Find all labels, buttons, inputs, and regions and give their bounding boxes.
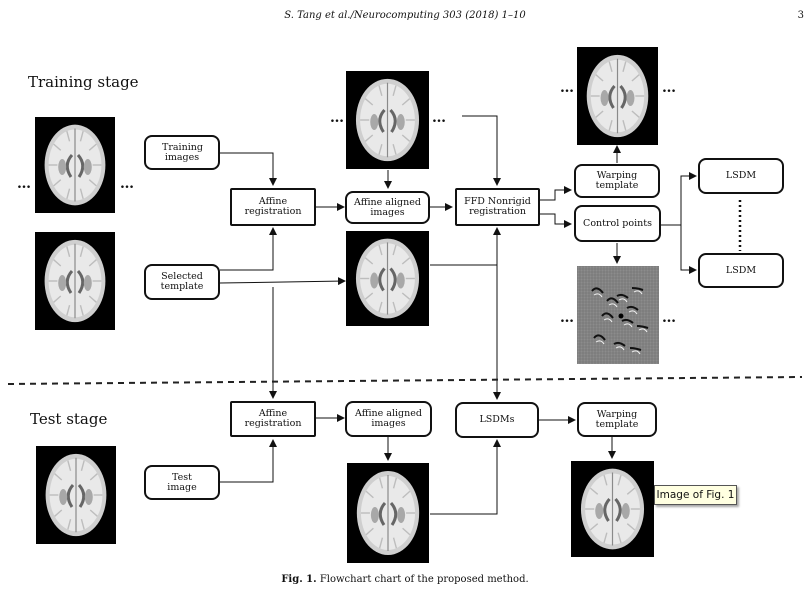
- ellipsis-right-warped: …: [662, 80, 677, 96]
- page-number: 3: [797, 10, 804, 21]
- test-affine-aligned-images-label: Affine aligned images: [355, 408, 422, 429]
- arrow-controlpoints-to-lsdm-bottom: [680, 225, 697, 274]
- brain-image-test: [36, 446, 116, 544]
- lsdm-bottom-box: LSDM: [698, 253, 784, 288]
- brain-image-template: [35, 232, 115, 330]
- ellipsis-left-training: …: [17, 176, 32, 192]
- brain-image-aligned-top: [346, 71, 429, 169]
- test-affine-aligned-images-box: Affine aligned images: [345, 401, 432, 437]
- arrow-ffd-to-controlpoints: [540, 213, 572, 228]
- ffd-nonrigid-label: FFD Nonrigid registration: [464, 196, 531, 217]
- arrow-testimage-to-affine: [220, 439, 277, 483]
- ellipsis-right-aligned: …: [432, 110, 447, 126]
- affine-registration-label: Affine registration: [244, 196, 302, 217]
- training-stage-label: Training stage: [28, 73, 139, 91]
- arrow-training-to-affine: [220, 152, 277, 186]
- lsdm-bottom-label: LSDM: [725, 264, 757, 276]
- affine-aligned-images-box: Affine aligned images: [345, 191, 430, 224]
- ellipsis-right-training: …: [120, 176, 135, 192]
- test-warping-template-box: Warping template: [577, 402, 657, 437]
- caption-text: Flowchart chart of the proposed method.: [319, 574, 529, 585]
- test-stage-label: Test stage: [30, 410, 108, 428]
- test-image-label: Test image: [167, 471, 197, 493]
- test-warping-template-label: Warping template: [595, 408, 639, 430]
- ellipsis-left-field: …: [560, 310, 575, 326]
- stage-separator: [7, 376, 803, 385]
- test-affine-registration-label: Affine registration: [244, 408, 302, 429]
- brain-image-test-warped: [571, 461, 654, 557]
- image-tooltip: Image of Fig. 1: [654, 485, 737, 505]
- arrow-controlpoints-to-lsdm-top: [661, 172, 697, 226]
- training-images-label: Training images: [162, 141, 203, 163]
- ellipsis-left-aligned: …: [330, 110, 345, 126]
- brain-image-warped: [577, 47, 658, 145]
- ffd-nonrigid-box: FFD Nonrigid registration: [455, 188, 540, 226]
- brain-image-training: [35, 117, 115, 213]
- brain-image-test-aligned: [347, 463, 429, 563]
- arrow-midbrain-to-ffd: [430, 227, 501, 266]
- arrow-topbrain-to-ffd: [462, 115, 501, 186]
- arrow-template-to-affine: [220, 227, 277, 271]
- test-image-box: Test image: [144, 465, 220, 500]
- brain-image-aligned-mid: [346, 231, 429, 326]
- selected-template-label: Selected template: [160, 271, 204, 292]
- affine-registration-box: Affine registration: [230, 188, 316, 226]
- arrow-testbrain-to-lsdms: [430, 439, 501, 515]
- caption-label: Fig. 1.: [281, 574, 317, 585]
- control-points-label: Control points: [583, 217, 652, 229]
- ellipsis-right-field: …: [662, 310, 677, 326]
- warping-template-box: Warping template: [574, 164, 660, 198]
- arrow-ffd-to-warping: [540, 186, 572, 201]
- running-head: S. Tang et al./Neurocomputing 303 (2018)…: [284, 10, 526, 21]
- lsdms-box: LSDMs: [455, 402, 539, 438]
- figure-caption: Fig. 1. Flowchart chart of the proposed …: [0, 574, 810, 585]
- affine-aligned-images-label: Affine aligned images: [354, 196, 421, 218]
- ellipsis-left-warped: …: [560, 80, 575, 96]
- deformation-field-image: [577, 266, 659, 364]
- test-affine-registration-box: Affine registration: [230, 401, 316, 437]
- training-images-box: Training images: [144, 135, 220, 170]
- lsdms-label: LSDMs: [479, 414, 515, 425]
- arrow-template-to-midbrain: [219, 277, 346, 286]
- warping-template-label: Warping template: [595, 170, 639, 191]
- control-points-box: Control points: [574, 205, 661, 242]
- lsdm-top-box: LSDM: [698, 158, 784, 194]
- lsdm-top-label: LSDM: [725, 170, 757, 181]
- selected-template-box: Selected template: [144, 264, 220, 300]
